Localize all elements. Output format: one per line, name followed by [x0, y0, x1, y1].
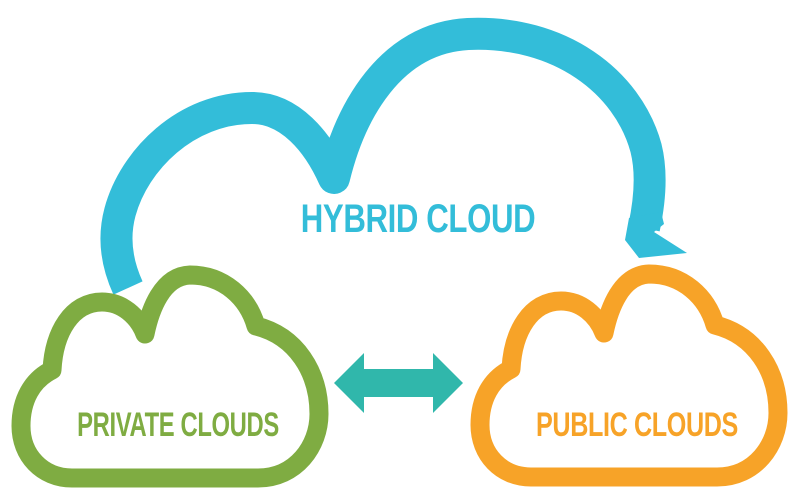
public-cloud	[470, 264, 788, 487]
private-cloud	[11, 265, 329, 488]
public-cloud-shape	[470, 264, 788, 487]
hybrid-cloud-outline	[100, 17, 666, 295]
hybrid-cloud-label: HYBRID CLOUD	[301, 196, 535, 241]
private-cloud-shape	[11, 265, 329, 488]
hybrid-cloud-tail	[625, 212, 687, 258]
double-headed-arrow-icon	[334, 353, 463, 413]
public-clouds-label: PUBLIC CLOUDS	[536, 406, 738, 444]
private-clouds-label: PRIVATE CLOUDS	[77, 406, 279, 444]
